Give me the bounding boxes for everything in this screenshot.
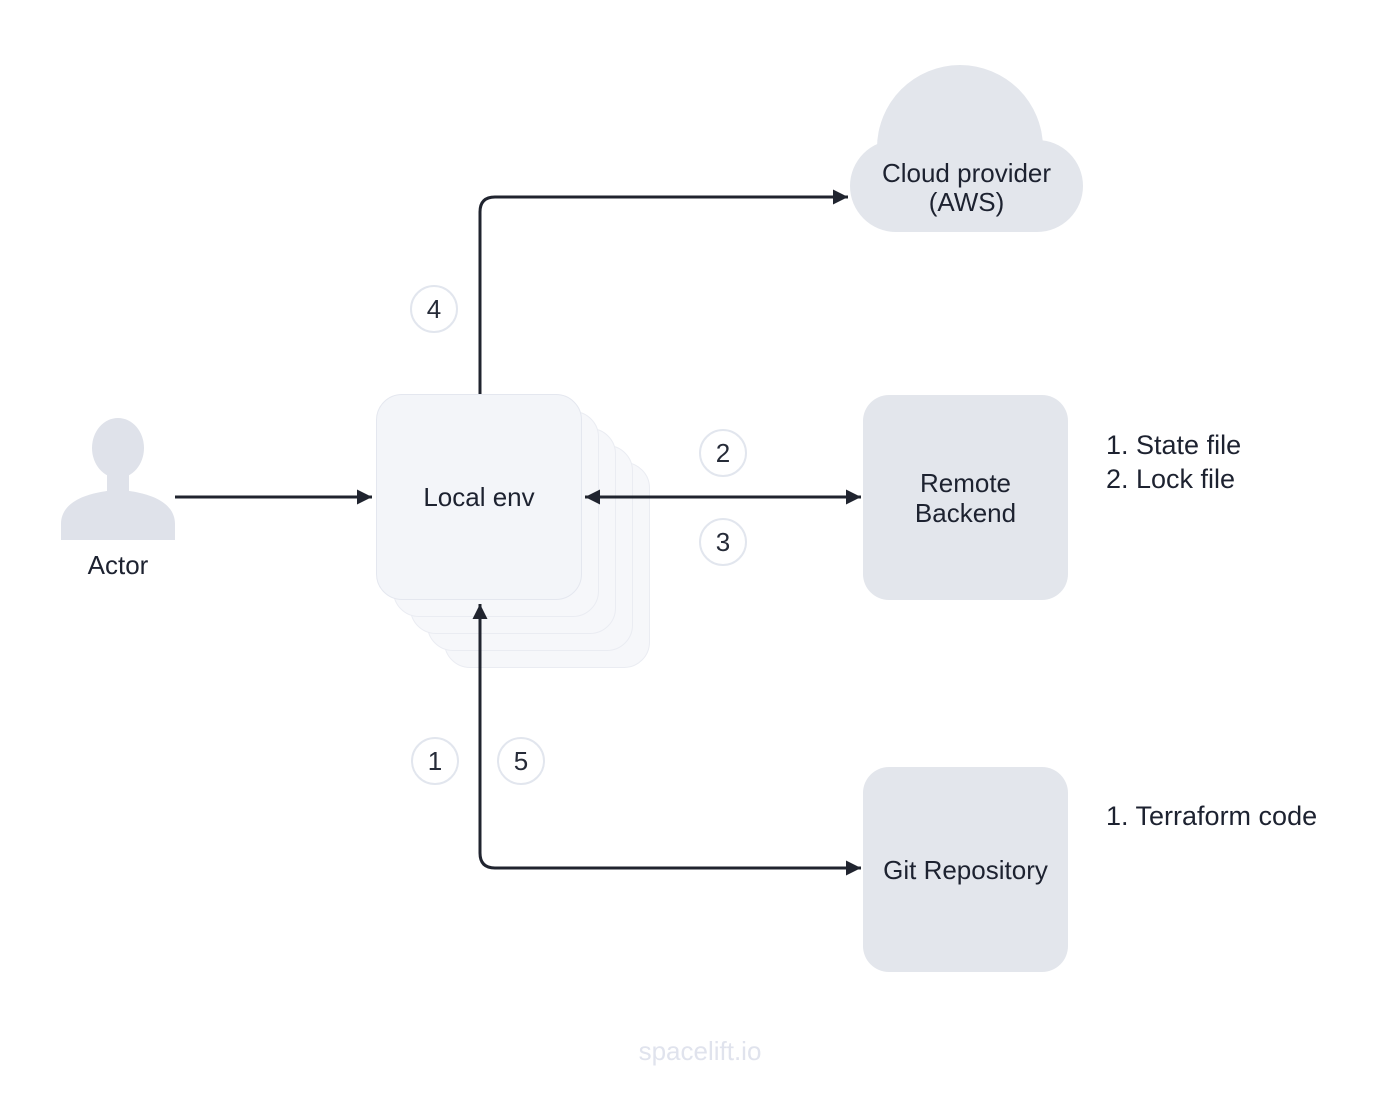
cloud-provider-label: Cloud provider (AWS) — [850, 159, 1083, 217]
git-repository-annotation: 1. Terraform code — [1106, 799, 1317, 833]
annotation-line: 2. Lock file — [1106, 464, 1236, 494]
step-badge-3: 3 — [699, 518, 747, 566]
step-badge-5: 5 — [497, 737, 545, 785]
cloud-icon-base — [850, 140, 1083, 232]
annotation-line: 1. State file — [1106, 430, 1242, 460]
cloud-provider-node: Cloud provider (AWS) — [850, 65, 1083, 232]
remote-backend-label: Remote Backend — [914, 467, 1017, 528]
git-repository-node: Git Repository — [863, 767, 1068, 972]
arrow-local-to-cloud — [478, 189, 848, 394]
step-number: 2 — [715, 437, 731, 468]
actor-label: Actor — [87, 550, 149, 580]
local-env-card: Local env — [376, 394, 582, 600]
step-number: 5 — [513, 745, 529, 776]
step-number: 1 — [427, 745, 443, 776]
cloud-provider-label-line1: Cloud provider — [881, 158, 1052, 188]
actor-icon — [61, 418, 175, 540]
step-number: 3 — [715, 526, 731, 557]
remote-backend-annotation: 1. State file 2. Lock file — [1106, 428, 1241, 496]
local-env-label: Local env — [423, 482, 535, 512]
annotation-line: 1. Terraform code — [1106, 801, 1318, 831]
git-repository-label: Git Repository — [883, 854, 1048, 885]
step-badge-2: 2 — [699, 429, 747, 477]
watermark: spacelift.io — [638, 1036, 762, 1066]
step-number: 4 — [426, 293, 442, 324]
remote-backend-node: Remote Backend — [863, 395, 1068, 600]
cloud-provider-label-line2: (AWS) — [928, 187, 1005, 217]
step-badge-4: 4 — [410, 285, 458, 333]
step-badge-1: 1 — [411, 737, 459, 785]
